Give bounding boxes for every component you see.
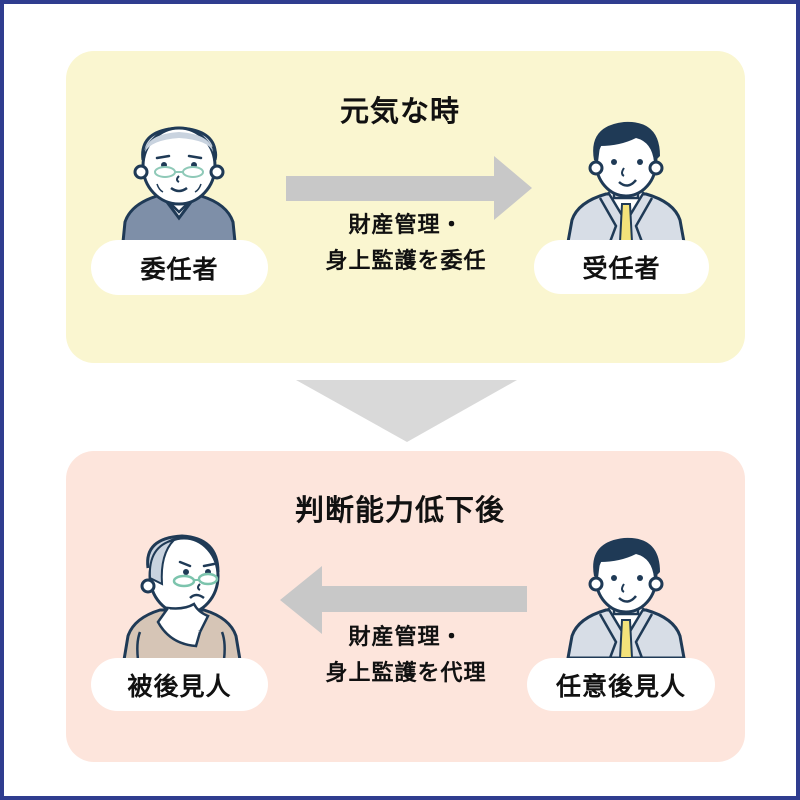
- label-principal: 委任者: [91, 240, 268, 295]
- label-voluntary-guardian: 任意後見人: [527, 658, 715, 711]
- businessman-icon: [566, 537, 686, 658]
- elderly-man-worried-icon: [122, 534, 242, 660]
- action-line-2: 身上監護を代理: [325, 661, 487, 686]
- arrow-down-icon: [296, 380, 517, 442]
- action-line-1: 財産管理・: [348, 625, 464, 650]
- panel-title-after-decline: 判断能力低下後: [294, 493, 505, 527]
- arrow-right-icon: [286, 156, 532, 220]
- panel-title-while-healthy: 元気な時: [339, 94, 460, 128]
- label-ward: 被後見人: [91, 658, 268, 711]
- businessman-icon: [566, 121, 686, 242]
- action-line-2: 身上監護を委任: [325, 249, 487, 274]
- arrow-left-icon: [280, 566, 527, 634]
- elderly-man-smiling-icon: [121, 126, 237, 242]
- representation-action-text: 財産管理・ 身上監護を代理: [286, 620, 526, 692]
- label-agent: 受任者: [534, 240, 709, 294]
- action-line-1: 財産管理・: [348, 213, 464, 238]
- delegation-action-text: 財産管理・ 身上監護を委任: [286, 208, 526, 280]
